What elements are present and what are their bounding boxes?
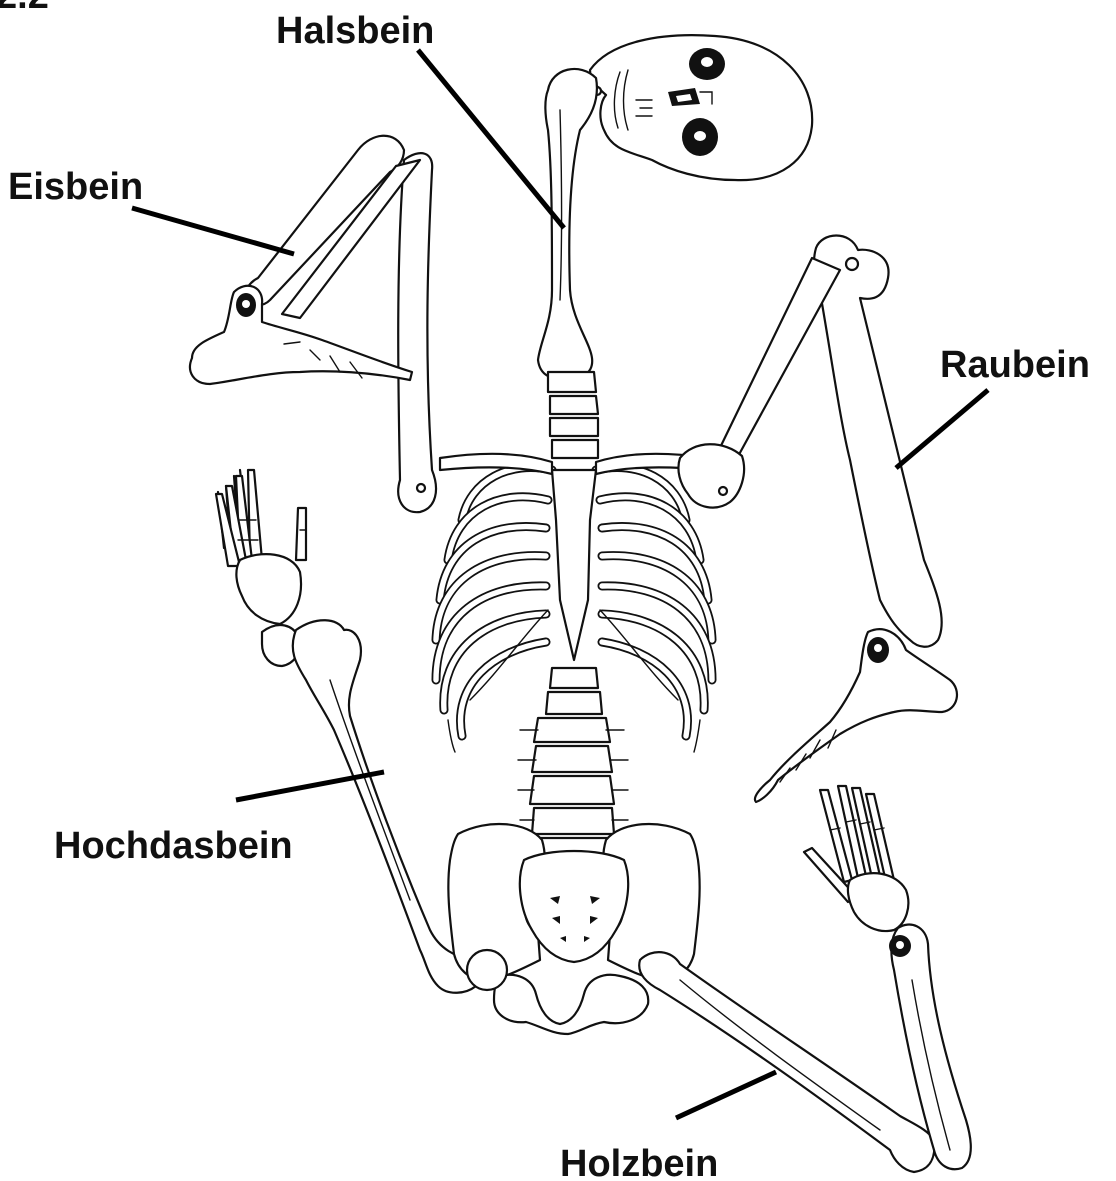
pelvis	[448, 824, 699, 1034]
right-arm	[678, 236, 957, 803]
label-eisbein: Eisbein	[8, 166, 143, 208]
label-raubein: Raubein	[940, 344, 1090, 386]
label-hochdasbein: Hochdasbein	[54, 825, 293, 867]
leader-eisbein	[132, 208, 294, 254]
leader-raubein	[896, 390, 988, 468]
label-halsbein: Halsbein	[276, 10, 434, 52]
humerus-centre	[538, 69, 597, 379]
label-holzbein: Holzbein	[560, 1143, 718, 1181]
leader-holzbein	[676, 1072, 776, 1118]
leader-halsbein	[418, 50, 564, 228]
femur-head	[467, 950, 507, 990]
figure-number: 2.2	[0, 0, 49, 17]
skull	[590, 35, 812, 180]
left-hand	[216, 470, 306, 666]
left-arm	[190, 136, 436, 512]
